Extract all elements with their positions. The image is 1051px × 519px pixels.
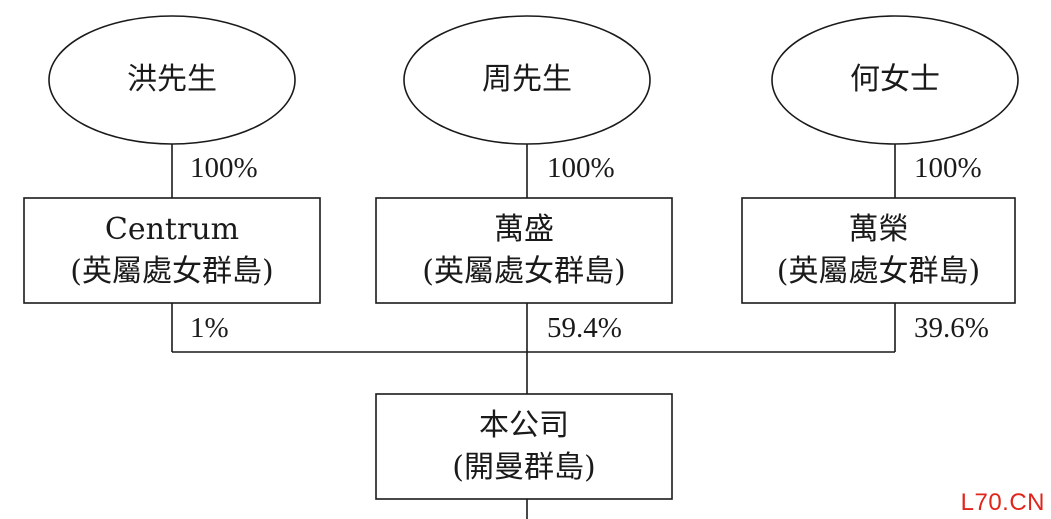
holdco-pct-2: 59.4% (547, 312, 622, 344)
holdco-name-1: Centrum (104, 211, 240, 247)
holdco-name-2: 萬盛 (494, 211, 554, 247)
owner-name-3: 何女士 (850, 62, 940, 97)
owner-pct-1: 100% (190, 152, 258, 184)
holdco-pct-3: 39.6% (914, 312, 989, 344)
holdco-jurisdiction-2: (英屬處女群島) (422, 253, 626, 289)
company-label: 本公司 (開曼群島) (376, 394, 672, 499)
holdco-jurisdiction-3: (英屬處女群島) (776, 253, 981, 289)
holdco-name-3: 萬榮 (848, 211, 909, 247)
watermark: L70.CN (960, 489, 1045, 516)
owner-pct-2: 100% (547, 152, 615, 184)
company-jurisdiction: (開曼群島) (452, 449, 596, 485)
holdco-box-3 (741, 197, 1016, 304)
holdco-box-2 (375, 197, 673, 304)
holdco-label-1: Centrum (英屬處女群島) (24, 198, 320, 303)
company-name: 本公司 (479, 407, 569, 443)
holdco-jurisdiction-1: (英屬處女群島) (70, 253, 274, 289)
owner-name-2: 周先生 (482, 62, 572, 97)
owner-pct-3: 100% (914, 152, 982, 184)
holdco-label-3: 萬榮 (英屬處女群島) (742, 198, 1015, 303)
holdco-label-2: 萬盛 (英屬處女群島) (376, 198, 672, 303)
holdco-pct-1: 1% (190, 312, 229, 344)
owner-name-1: 洪先生 (127, 62, 217, 97)
company-box (375, 393, 673, 500)
